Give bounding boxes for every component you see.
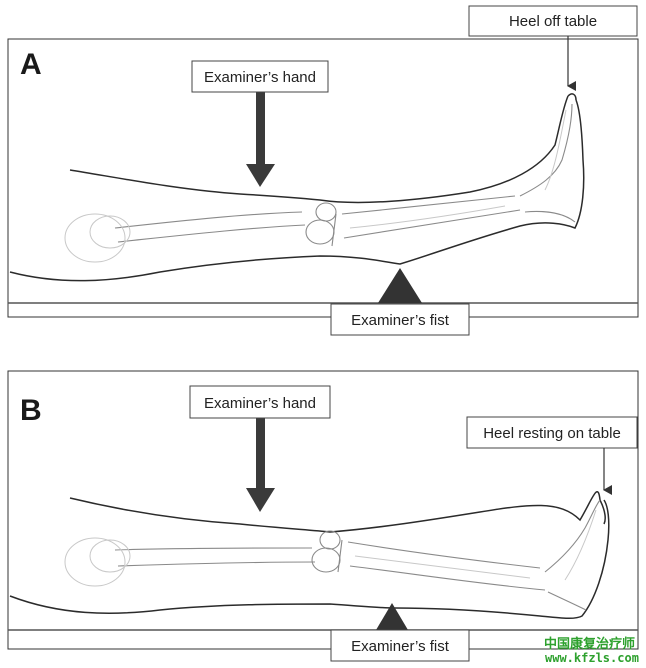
hand-arrow-b xyxy=(246,418,275,512)
watermark-url: www.kfzls.com xyxy=(545,651,639,665)
fist-label-a: Examiner’s fist xyxy=(330,303,470,336)
fist-label-b-text: Examiner’s fist xyxy=(351,638,450,655)
heel-label-b-text: Heel resting on table xyxy=(483,425,621,442)
hand-label-a-text: Examiner’s hand xyxy=(204,69,316,86)
fist-label-b: Examiner’s fist xyxy=(330,629,470,662)
hand-arrow-a xyxy=(246,92,275,187)
leg-illustration-a xyxy=(9,93,585,282)
leg-illustration-b xyxy=(9,491,610,620)
heel-label-a-text: Heel off table xyxy=(509,13,597,30)
heel-label-b: Heel resting on table xyxy=(466,416,638,449)
panel-a: A xyxy=(7,5,639,336)
fist-wedge-b xyxy=(376,603,408,630)
watermark: 中国康复治疗师 www.kfzls.com xyxy=(544,636,639,665)
watermark-chinese: 中国康复治疗师 xyxy=(544,636,635,652)
hand-label-b-text: Examiner’s hand xyxy=(204,395,316,412)
panel-b-frame xyxy=(7,370,639,650)
panel-a-frame xyxy=(7,38,639,318)
fist-wedge-a xyxy=(378,268,422,303)
heel-label-a: Heel off table xyxy=(468,5,638,37)
fist-label-a-text: Examiner’s fist xyxy=(351,312,450,329)
panel-b: B xyxy=(7,370,639,662)
panel-b-letter: B xyxy=(20,394,42,427)
hand-label-a: Examiner’s hand xyxy=(191,60,329,93)
panel-a-letter: A xyxy=(20,48,42,81)
hand-label-b: Examiner’s hand xyxy=(189,385,331,419)
